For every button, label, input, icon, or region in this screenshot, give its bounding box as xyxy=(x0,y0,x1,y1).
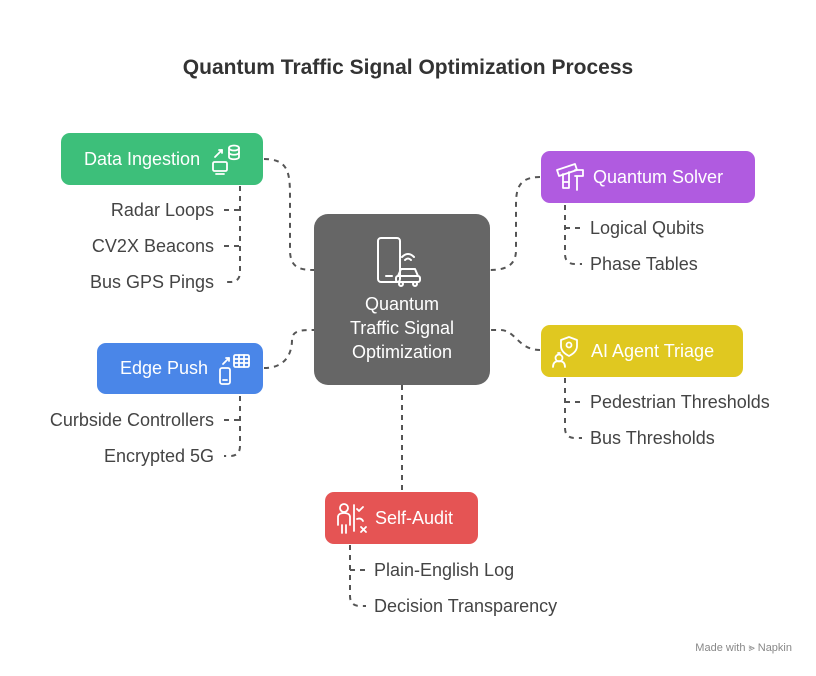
agent-badge-icon xyxy=(552,336,578,368)
data-ingestion-item: Bus GPS Pings xyxy=(89,272,214,292)
diagram-title: Quantum Traffic Signal Optimization Proc… xyxy=(182,56,634,79)
ai-agent-triage-item: Bus Thresholds xyxy=(590,428,715,448)
data-ingestion-node: Data Ingestion xyxy=(61,133,263,185)
data-transfer-icon xyxy=(212,144,240,175)
phone-car-icon xyxy=(377,237,421,287)
self-audit-label: Self-Audit xyxy=(375,507,454,528)
person-checklist-icon xyxy=(337,503,367,534)
center-label-line2: Traffic Signal xyxy=(349,318,455,338)
edge-push-node: Edge Push xyxy=(97,343,263,394)
ai-agent-triage-label: AI Agent Triage xyxy=(591,340,715,361)
ai-agent-triage-item: Pedestrian Thresholds xyxy=(590,392,770,412)
connector-edge-push-items xyxy=(224,396,241,457)
ai-agent-triage-node: AI Agent Triage xyxy=(541,325,743,377)
connector-data-ingestion-items xyxy=(224,186,241,283)
center-label-line1: Quantum xyxy=(364,294,440,314)
mobile-table-icon xyxy=(219,353,250,385)
edge-push-item: Curbside Controllers xyxy=(49,410,214,430)
connector-ai-agent-items xyxy=(564,378,582,439)
data-ingestion-item: Radar Loops xyxy=(110,200,214,220)
edge-push-label: Edge Push xyxy=(120,358,209,378)
center-label: Quantum Traffic Signal Optimization xyxy=(314,292,490,364)
connector-self-audit-items xyxy=(349,545,366,607)
edge-push-item: Encrypted 5G xyxy=(103,446,214,466)
self-audit-item: Plain-English Log xyxy=(374,560,515,580)
data-ingestion-item: CV2X Beacons xyxy=(91,236,214,256)
quantum-solver-item: Logical Qubits xyxy=(590,218,705,238)
connector-quantum-solver-items xyxy=(564,205,582,265)
fan-blocks-icon xyxy=(556,163,584,191)
center-node: Quantum Traffic Signal Optimization xyxy=(314,214,490,385)
made-with-napkin-footer[interactable]: Made with ⪢ Napkin xyxy=(695,642,792,654)
connector-data-ingestion xyxy=(263,158,315,271)
connector-ai-agent xyxy=(490,329,541,351)
self-audit-node: Self-Audit xyxy=(325,492,478,544)
quantum-solver-item: Phase Tables xyxy=(590,254,698,274)
self-audit-item: Decision Transparency xyxy=(374,596,558,616)
connector-edge-push xyxy=(263,329,315,369)
center-label-line3: Optimization xyxy=(351,342,453,362)
quantum-solver-node: Quantum Solver xyxy=(541,151,755,203)
connector-quantum-solver xyxy=(489,176,541,271)
quantum-solver-label: Quantum Solver xyxy=(593,166,724,187)
data-ingestion-label: Data Ingestion xyxy=(84,148,201,169)
